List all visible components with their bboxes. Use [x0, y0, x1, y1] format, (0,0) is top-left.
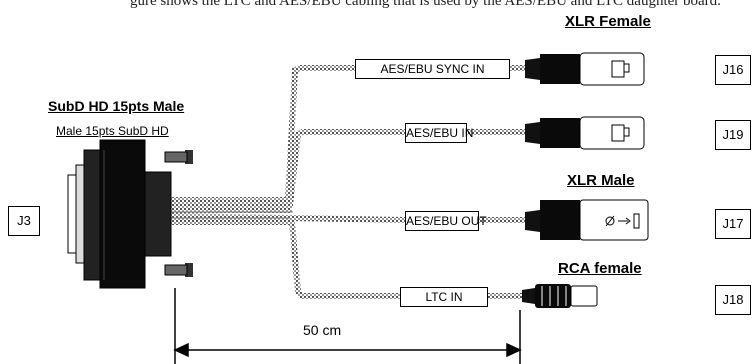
- rca-connector: [522, 284, 598, 308]
- jack-j16: J16: [715, 55, 751, 85]
- cable-label-in: AES/EBU IN: [405, 123, 473, 143]
- subd-heading: SubD HD 15pts Male: [48, 98, 185, 114]
- cable-label-out: AES/EBU OUT: [405, 211, 487, 231]
- rca-female-heading: RCA female: [558, 260, 642, 277]
- subd-connector: [67, 139, 193, 289]
- xlr-male-connector: [525, 199, 649, 241]
- dimension-line: [173, 288, 522, 364]
- xlr-female-heading: XLR Female: [565, 13, 651, 30]
- cable-bundle: [169, 65, 406, 299]
- length-label: 50 cm: [303, 322, 342, 338]
- caption-text: gure shows the LTC and AES/EBU cabling t…: [130, 0, 721, 9]
- xlr-female-connector-1: [525, 52, 645, 86]
- xlr-male-heading: XLR Male: [567, 172, 635, 189]
- jack-j3: J3: [8, 206, 40, 236]
- subd-subtitle: Male 15pts SubD HD: [56, 124, 169, 138]
- cable-label-ltc-in: LTC IN: [400, 287, 488, 307]
- jack-j18: J18: [715, 285, 751, 315]
- cable-label-sync-in: AES/EBU SYNC IN: [355, 59, 510, 79]
- jack-j19: J19: [715, 120, 751, 150]
- jack-j17: J17: [715, 209, 751, 239]
- xlr-female-connector-2: [525, 116, 645, 150]
